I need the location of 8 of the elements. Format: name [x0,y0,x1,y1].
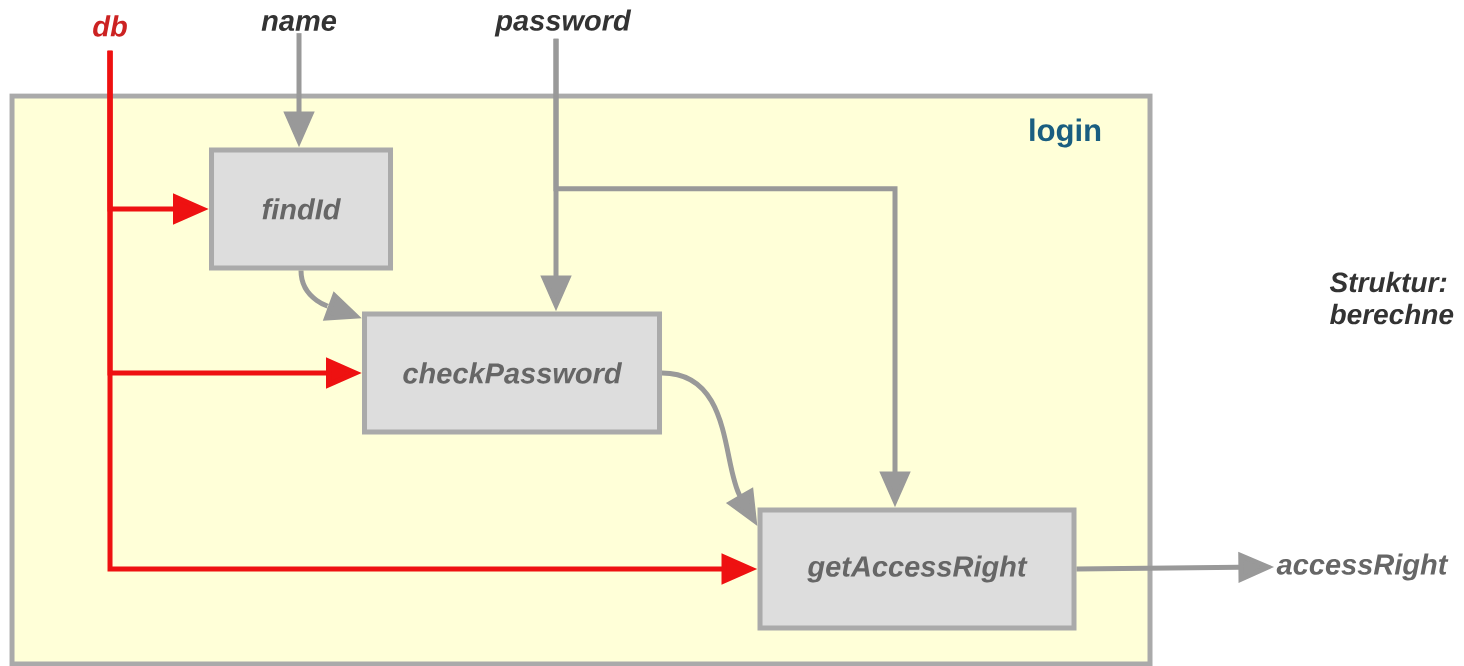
input-label: password [494,9,632,37]
input-label: accessRight [1276,553,1449,581]
process-box: checkPassword [362,311,662,435]
process-box: findId [209,147,393,271]
input-label: db [93,15,127,37]
input-label: name [261,15,337,31]
note-text: Struktur: berechne [1329,271,1454,325]
process-box: getAccessRight [757,507,1077,631]
